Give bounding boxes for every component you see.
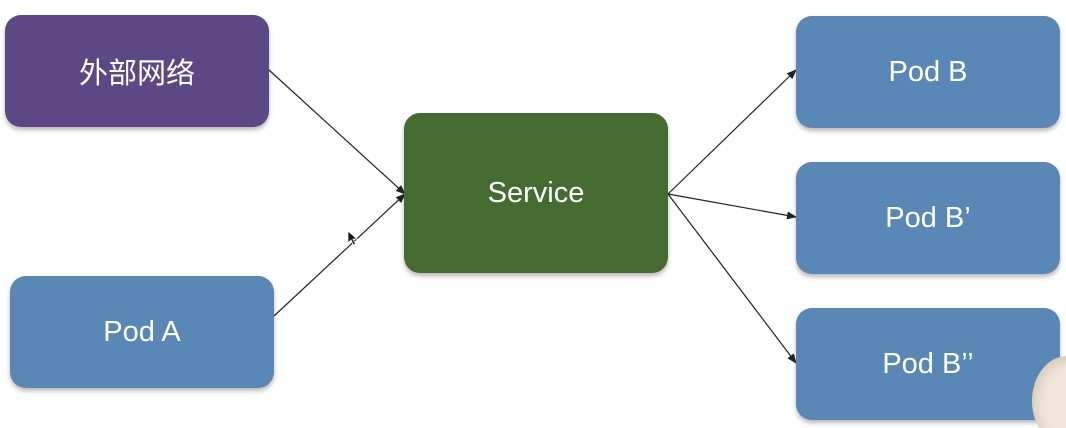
- pod-b-double-prime-label: Pod B’’: [882, 347, 974, 380]
- mouse-cursor-icon: [347, 230, 359, 246]
- edge-service-to-pod-b-double-prime: [667, 193, 797, 364]
- pod-b-label: Pod B: [888, 55, 968, 88]
- edge-service-to-pod-b: [667, 69, 797, 195]
- edge-service-to-pod-b-prime: [667, 193, 797, 220]
- edge-external-to-service: [268, 69, 406, 195]
- external-network-node: 外部网络: [5, 15, 269, 127]
- pod-a-node: Pod A: [10, 276, 274, 388]
- pod-b-prime-label: Pod B’: [885, 201, 971, 234]
- pod-b-double-prime-node: Pod B’’: [796, 308, 1060, 420]
- service-label: Service: [487, 176, 585, 209]
- edge-pod-a-to-service: [273, 193, 406, 317]
- service-node: Service: [404, 113, 668, 273]
- external-network-label: 外部网络: [78, 58, 195, 90]
- pod-a-label: Pod A: [103, 315, 181, 348]
- pod-b-node: Pod B: [796, 16, 1060, 128]
- pod-b-prime-node: Pod B’: [796, 162, 1060, 274]
